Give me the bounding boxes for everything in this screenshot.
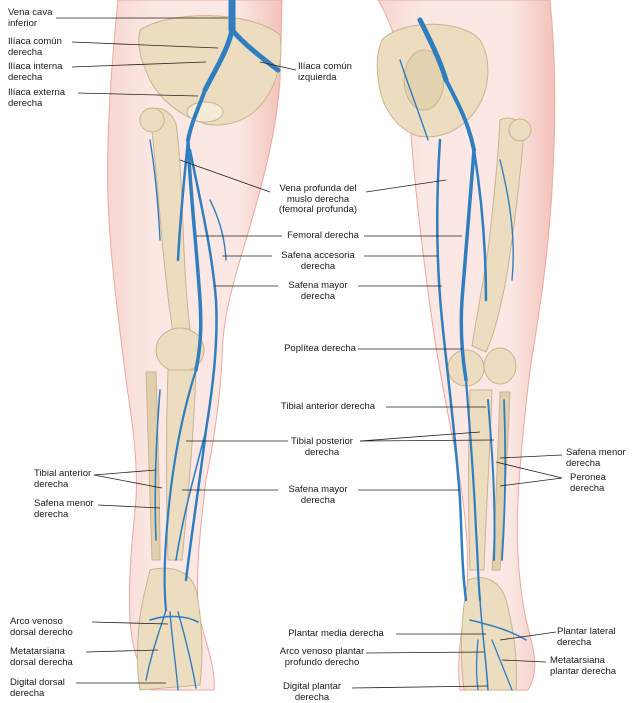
anterior-femur-head [140,108,164,132]
label-femoral-derecha: Femoral derecha [287,231,359,242]
posterior-condyle-right [484,348,516,384]
posterior-leg [377,0,555,690]
anterior-leg [108,0,282,690]
label-plantar-media: Plantar media derecha [288,629,384,640]
posterior-femur-head [509,119,531,141]
label-poplitea-derecha: Poplítea derecha [284,344,356,355]
label-tibial-anterior-centro: Tibial anterior derecha [281,402,375,413]
